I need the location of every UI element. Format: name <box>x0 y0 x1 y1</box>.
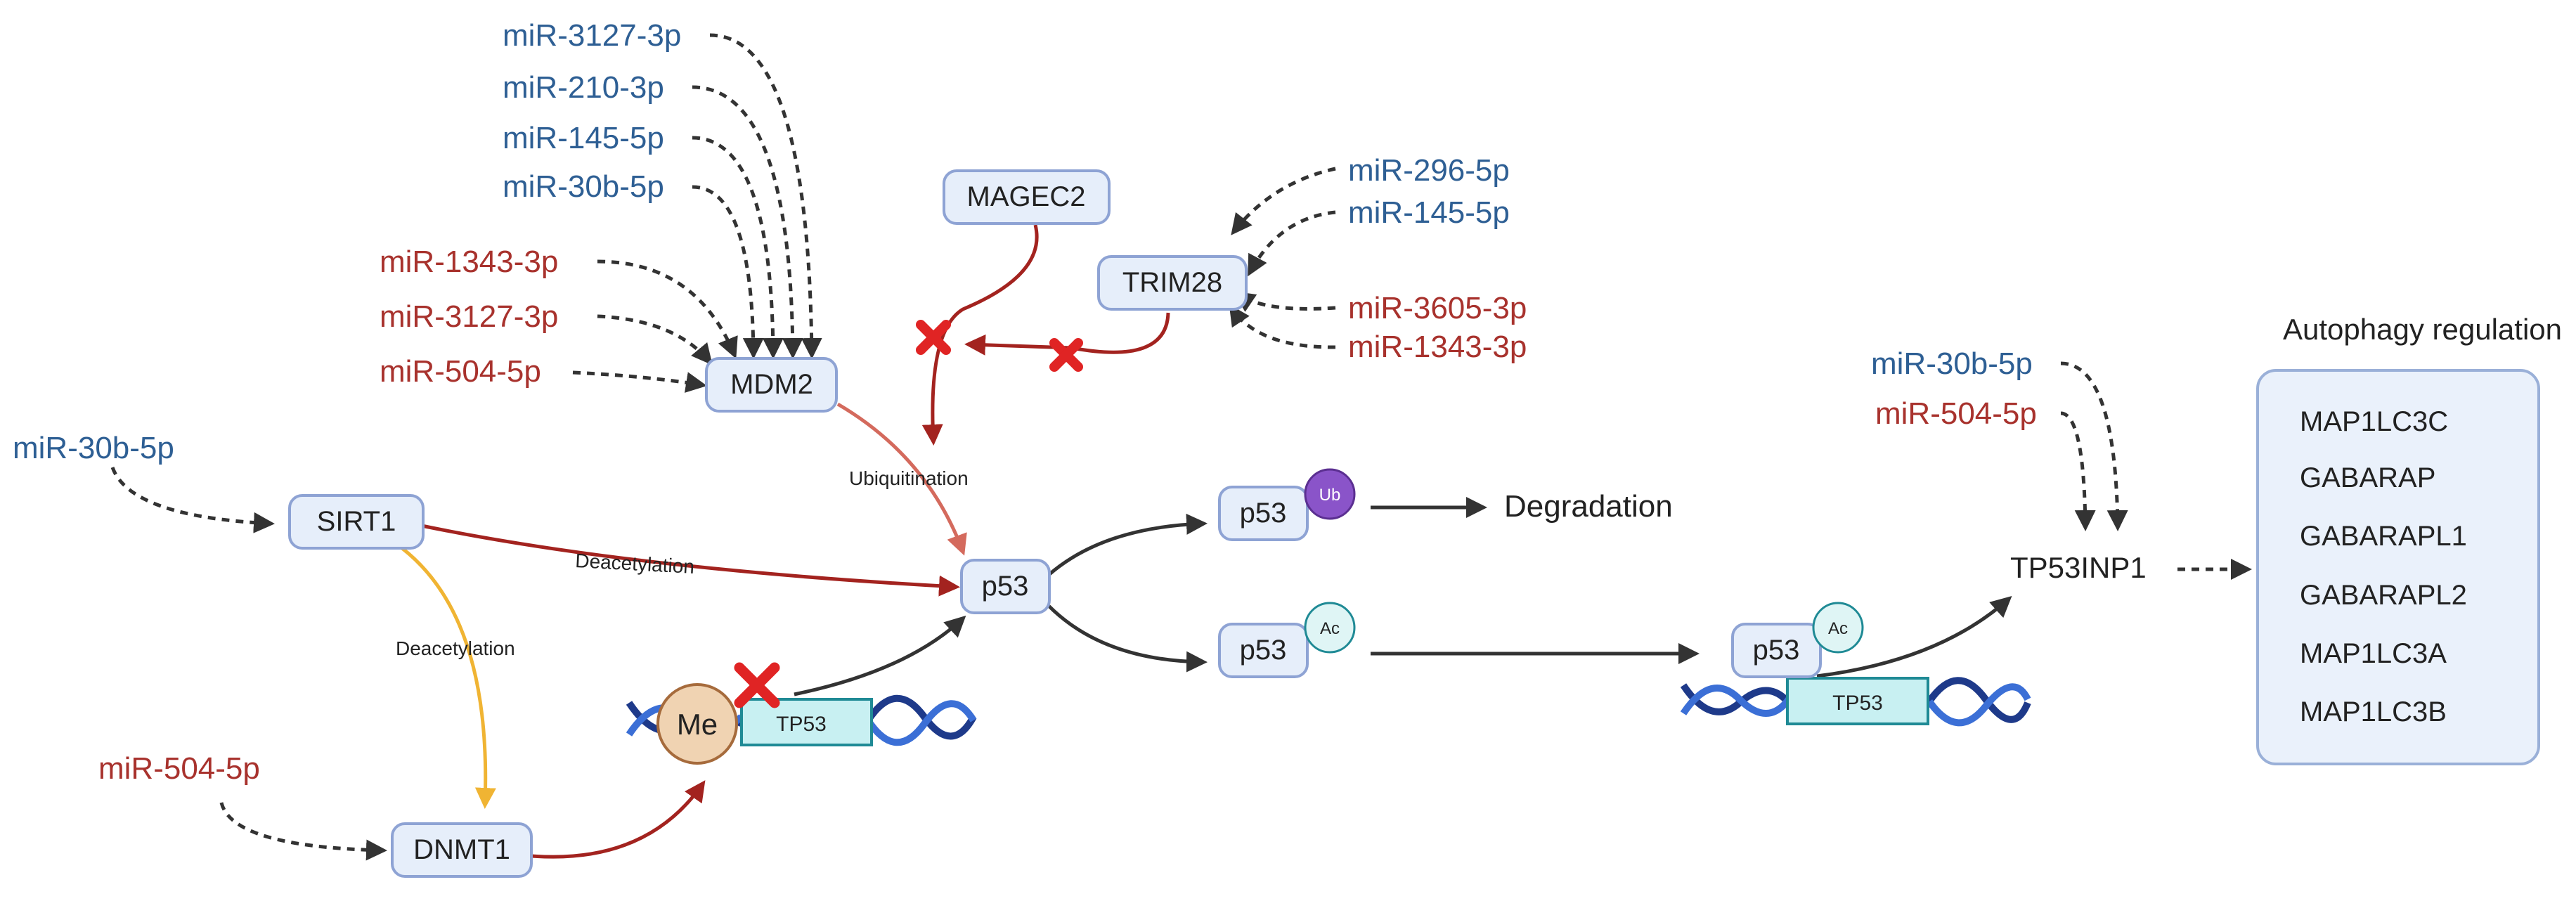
autophagy-gene-5: MAP1LC3B <box>2300 696 2447 727</box>
acetyl-badge-mid <box>1304 602 1356 654</box>
methylation-badge <box>656 683 738 765</box>
gene-tp53-right-label: TP53 <box>1832 692 1883 715</box>
arrow-mir1343-trim28 <box>1229 304 1336 349</box>
mirna-label-mdm2-2: miR-145-5p <box>503 121 664 155</box>
arrow-mir504-dnmt1 <box>219 802 387 861</box>
node-p53-dna-label: p53 <box>1753 635 1800 666</box>
gene-tp53-left <box>740 698 873 746</box>
node-p53-ub: p53 Ub <box>1218 468 1356 541</box>
arrow-dna-tp53inp1 <box>1816 595 2012 678</box>
acetyl-badge-mid-label: Ac <box>1320 619 1340 638</box>
autophagy-gene-0: MAP1LC3C <box>2300 406 2448 437</box>
autophagy-gene-1: GABARAP <box>2300 462 2435 493</box>
mirna-label-sirt1: miR-30b-5p <box>13 431 174 465</box>
arrow-mir3127r-mdm2 <box>597 314 713 365</box>
mirna-label-mdm2-3: miR-30b-5p <box>503 169 664 204</box>
mirna-label-mdm2-0: miR-3127-3p <box>503 18 681 53</box>
x-mark-trim28-icon <box>1049 338 1083 372</box>
pathway-arrows <box>401 224 2012 859</box>
gene-tp53-right <box>1786 677 1929 725</box>
autophagy-gene-4: MAP1LC3A <box>2300 638 2447 669</box>
arrow-tp53-p53 <box>794 615 966 696</box>
node-trim28: TRIM28 <box>1097 255 1248 311</box>
arrow-mir3605-trim28 <box>1234 291 1336 312</box>
inhibition-marks <box>916 320 1083 372</box>
autophagy-gene-2: GABARAPL1 <box>2300 521 2467 552</box>
x-mark-methylation-icon <box>734 662 780 708</box>
acetyl-badge-dna-label: Ac <box>1828 619 1848 638</box>
mirna-label-mdm2-5: miR-3127-3p <box>380 299 558 334</box>
mirna-arrows <box>110 33 2252 861</box>
node-tp53inp1-label: TP53INP1 <box>2010 551 2147 584</box>
arrow-mir504-mdm2 <box>572 370 707 393</box>
node-p53-center: p53 <box>960 559 1051 614</box>
arrow-trim28-inhibit <box>964 312 1170 356</box>
node-p53-dna: p53 Ac <box>1731 602 1864 678</box>
arrow-mir30b-sirt1 <box>110 467 275 533</box>
ubiquitin-badge-label: Ub <box>1319 486 1341 505</box>
arrow-p53-p53ac <box>1047 604 1208 673</box>
node-sirt1: SIRT1 <box>288 494 425 550</box>
mirna-label-mdm2-1: miR-210-3p <box>503 70 664 105</box>
mirna-label-trim28-3: miR-1343-3p <box>1348 330 1527 364</box>
mirna-label-trim28-0: miR-296-5p <box>1348 153 1510 188</box>
arrow-mir145-trim28 <box>1248 210 1336 277</box>
node-p53-ac: p53 Ac <box>1218 602 1356 678</box>
edge-label-deacetylation-horizontal: Deacetylation <box>575 550 695 578</box>
autophagy-title: Autophagy regulation <box>2283 313 2562 346</box>
arrow-mdm2-p53 <box>836 402 967 556</box>
node-p53-ub-label: p53 <box>1240 498 1287 529</box>
arrow-mir30b-tp53inp1 <box>2060 361 2128 531</box>
gene-tp53-left-label: TP53 <box>776 713 827 736</box>
arrow-sirt1-p53 <box>421 524 960 597</box>
node-p53-center-label: p53 <box>982 571 1029 602</box>
mirna-label-tp53inp1-1: miR-504-5p <box>1875 396 2037 431</box>
autophagy-gene-3: GABARAPL2 <box>2300 580 2467 611</box>
arrow-mir210-mdm2 <box>692 85 803 359</box>
ubiquitin-badge <box>1304 468 1356 520</box>
arrow-mir504-tp53inp1 <box>2060 411 2096 531</box>
mirna-label-trim28-1: miR-145-5p <box>1348 195 1510 230</box>
edge-label-deacetylation-vertical: Deacetylation <box>396 637 515 659</box>
mirna-label-tp53inp1-0: miR-30b-5p <box>1871 346 2033 381</box>
autophagy-panel <box>2256 369 2540 765</box>
degradation-label: Degradation <box>1504 489 1673 524</box>
x-mark-magec2-icon <box>916 320 951 355</box>
methylation-label: Me <box>677 708 718 741</box>
node-trim28-label: TRIM28 <box>1122 267 1222 298</box>
mirna-label-mdm2-6: miR-504-5p <box>380 354 541 389</box>
autophagy-gene-list: MAP1LC3C GABARAP GABARAPL1 GABARAPL2 MAP… <box>2300 406 2467 727</box>
dna-right <box>1680 677 2031 727</box>
node-mdm2: MDM2 <box>705 357 838 413</box>
node-magec2: MAGEC2 <box>943 169 1111 225</box>
mirna-label-mdm2-4: miR-1343-3p <box>380 245 558 279</box>
node-dnmt1-label: DNMT1 <box>413 834 510 865</box>
mirna-labels: miR-3127-3p miR-210-3p miR-145-5p miR-30… <box>13 18 2037 786</box>
arrow-p53-p53ub <box>1047 513 1208 576</box>
arrow-mir1343-mdm2 <box>597 259 738 359</box>
node-mdm2-label: MDM2 <box>730 369 813 400</box>
arrow-mir3127-mdm2 <box>709 33 822 359</box>
arrow-magec2-inhibit <box>921 224 1039 446</box>
node-magec2-label: MAGEC2 <box>967 181 1086 212</box>
edge-label-ubiquitination: Ubiquitination <box>849 467 969 489</box>
acetyl-badge-dna <box>1812 602 1864 654</box>
arrow-dnmt1-tp53 <box>531 780 706 859</box>
mirna-label-trim28-2: miR-3605-3p <box>1348 291 1527 325</box>
arrow-mir30b-mdm2 <box>692 185 764 359</box>
mirna-label-dnmt1: miR-504-5p <box>98 751 260 786</box>
arrow-mir296-trim28 <box>1231 167 1336 235</box>
node-dnmt1: DNMT1 <box>391 822 533 878</box>
arrow-sirt1-dnmt1 <box>401 547 496 809</box>
node-sirt1-label: SIRT1 <box>317 506 396 537</box>
node-p53-ac-label: p53 <box>1240 635 1287 666</box>
arrow-mir145-mdm2 <box>692 136 784 359</box>
